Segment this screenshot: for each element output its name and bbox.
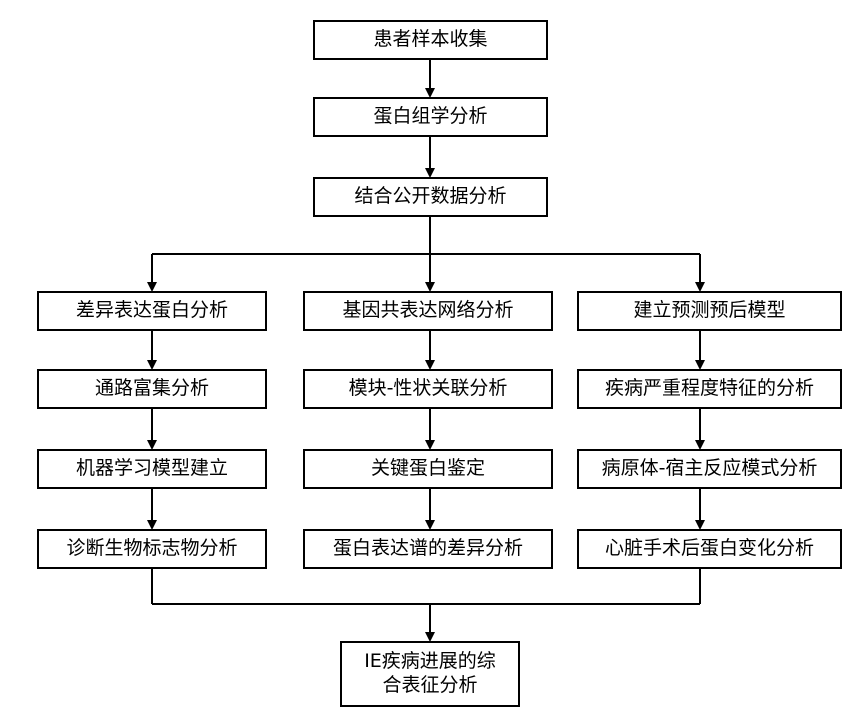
node-left-3: 机器学习模型建立 xyxy=(37,449,267,489)
node-right-2: 疾病严重程度特征的分析 xyxy=(577,369,842,409)
node-ie-comprehensive-analysis: IE疾病进展的综 合表征分析 xyxy=(340,641,520,707)
node-patient-sample-collection: 患者样本收集 xyxy=(313,20,548,60)
node-middle-4: 蛋白表达谱的差异分析 xyxy=(303,529,553,569)
node-middle-3: 关键蛋白鉴定 xyxy=(303,449,553,489)
node-public-data-analysis: 结合公开数据分析 xyxy=(313,177,548,217)
node-left-4: 诊断生物标志物分析 xyxy=(37,529,267,569)
node-middle-1: 基因共表达网络分析 xyxy=(303,291,553,331)
node-right-4: 心脏手术后蛋白变化分析 xyxy=(577,529,842,569)
node-right-3: 病原体-宿主反应模式分析 xyxy=(577,449,842,489)
node-middle-2: 模块-性状关联分析 xyxy=(303,369,553,409)
node-proteomics-analysis: 蛋白组学分析 xyxy=(313,97,548,137)
node-right-1: 建立预测预后模型 xyxy=(577,291,842,331)
node-left-2: 通路富集分析 xyxy=(37,369,267,409)
node-left-1: 差异表达蛋白分析 xyxy=(37,291,267,331)
